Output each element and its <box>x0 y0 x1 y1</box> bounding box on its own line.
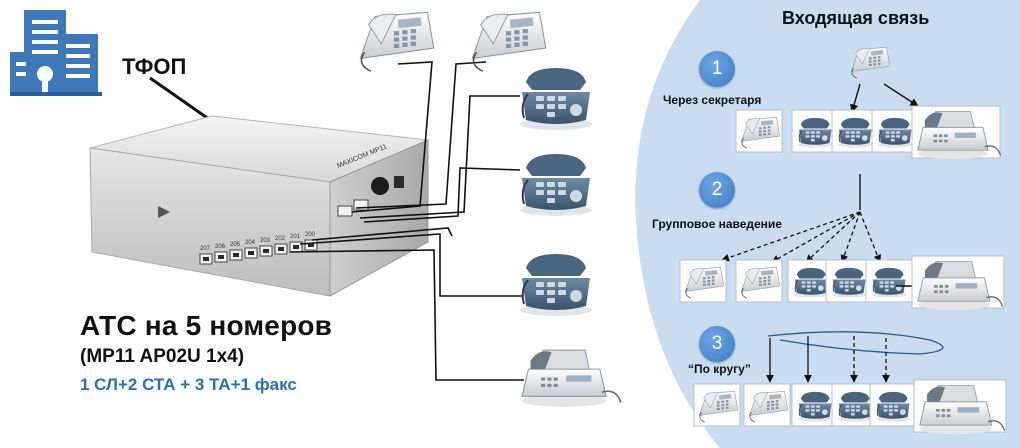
mode2-row <box>679 255 1005 311</box>
mode-3-badge: 3 <box>699 326 735 362</box>
port-label-203: 203 <box>260 238 271 244</box>
incoming-title: Входящая связь <box>782 8 930 28</box>
mode3-row <box>693 379 1007 435</box>
port-labels: 207 206 205 204 203 202 201 200 <box>200 232 316 252</box>
pbx-title: АТС на 5 номеров <box>80 310 333 341</box>
mode-3-label: “По кругу” <box>688 362 751 376</box>
port-label-202: 202 <box>275 236 286 242</box>
analog-phone-1 <box>519 67 593 131</box>
fax-machine <box>521 349 622 408</box>
analog-phone-3 <box>519 253 593 317</box>
tfop-label: ТФОП <box>122 54 187 79</box>
building-icon <box>10 10 102 96</box>
mode-2-badge: 2 <box>699 172 735 208</box>
port-label-205: 205 <box>230 242 241 248</box>
pbx-configuration: 1 СЛ+2 СТА + 3 ТА+1 факс <box>80 375 297 394</box>
mode-1-label: Через секретаря <box>663 93 762 107</box>
port-label-200: 200 <box>305 232 316 238</box>
tfop-line <box>149 76 217 126</box>
mode-2-label: Групповое наведение <box>652 217 782 231</box>
mode-1-badge: 1 <box>699 51 735 87</box>
port-label-201: 201 <box>290 234 301 240</box>
mode1-row <box>735 105 1002 160</box>
pbx-model: (MP11 AP02U 1x4) <box>80 346 245 367</box>
connection-lines <box>289 61 524 381</box>
port-label-204: 204 <box>245 240 256 246</box>
port-label-207: 207 <box>200 246 211 252</box>
port-label-206: 206 <box>215 244 226 250</box>
analog-phone-2 <box>519 153 593 217</box>
